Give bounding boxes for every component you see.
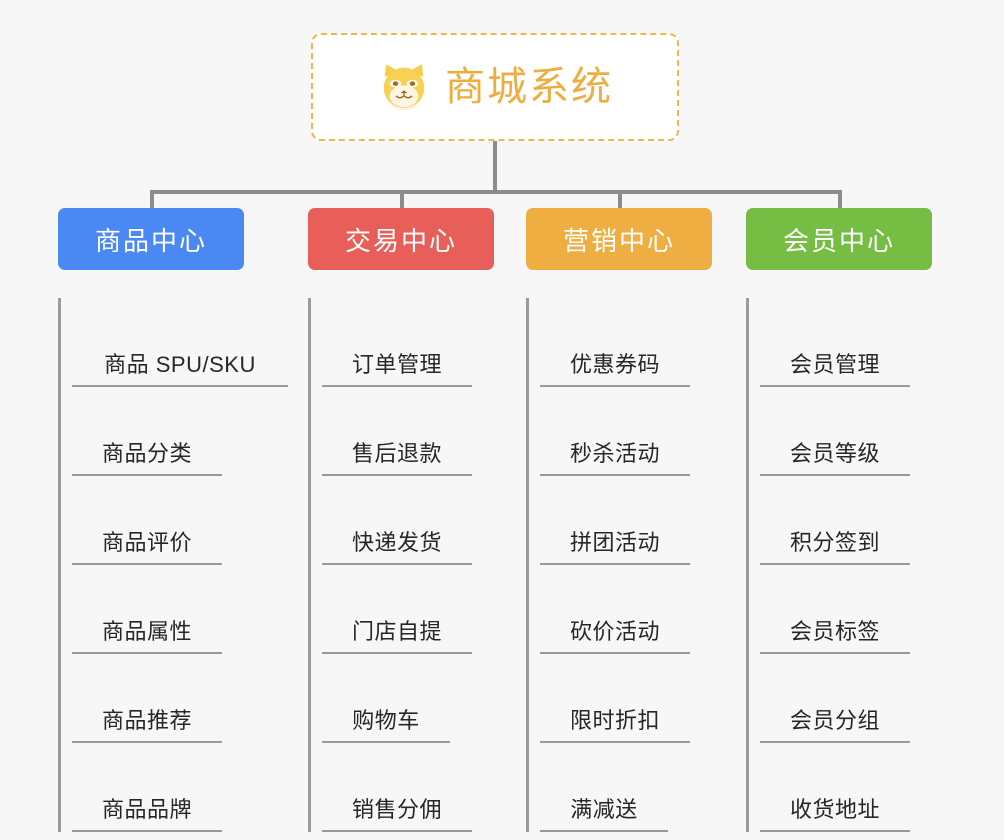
- root-title: 商城系统: [445, 65, 613, 109]
- list-item[interactable]: 优惠券码: [540, 298, 690, 387]
- branch-header-2[interactable]: 交易中心: [308, 208, 494, 270]
- list-item-label: 商品 SPU/SKU: [104, 352, 256, 377]
- list-item-label: 商品分类: [101, 441, 192, 466]
- branch-header-1[interactable]: 商品中心: [58, 208, 244, 270]
- connector-drop-1: [150, 190, 154, 208]
- connector-drop-2: [400, 190, 404, 208]
- list-item[interactable]: 限时折扣: [540, 654, 690, 743]
- list-item-label: 积分签到: [789, 530, 880, 555]
- connector-horizontal-bus: [150, 190, 840, 194]
- list-item-label: 会员等级: [789, 441, 880, 466]
- list-item-label: 销售分佣: [351, 797, 442, 822]
- branch-trunk-1: [58, 298, 61, 832]
- list-item[interactable]: 会员管理: [760, 298, 910, 387]
- list-item-label: 会员分组: [789, 708, 880, 733]
- root-node[interactable]: 商城系统: [311, 33, 679, 141]
- list-item-label: 订单管理: [351, 352, 442, 377]
- list-item[interactable]: 会员标签: [760, 565, 910, 654]
- list-item-label: 满减送: [570, 797, 638, 822]
- list-item[interactable]: 快递发货: [322, 476, 472, 565]
- list-item-label: 商品品牌: [101, 797, 192, 822]
- branch-trunk-2: [308, 298, 311, 832]
- list-item[interactable]: 砍价活动: [540, 565, 690, 654]
- branch-children-1: 商品 SPU/SKU 商品分类 商品评价 商品属性 商品推荐 商品品牌: [58, 298, 288, 832]
- list-item[interactable]: 秒杀活动: [540, 387, 690, 476]
- list-item[interactable]: 满减送: [540, 743, 668, 832]
- list-item-label: 会员管理: [789, 352, 880, 377]
- list-item[interactable]: 门店自提: [322, 565, 472, 654]
- list-item-label: 快递发货: [351, 530, 442, 555]
- list-item[interactable]: 商品品牌: [72, 743, 222, 832]
- connector-drop-3: [618, 190, 622, 208]
- connector-drop-4: [838, 190, 842, 208]
- dog-face-icon: [383, 64, 425, 111]
- list-item[interactable]: 购物车: [322, 654, 450, 743]
- list-item[interactable]: 商品推荐: [72, 654, 222, 743]
- list-item-label: 限时折扣: [569, 708, 660, 733]
- list-item[interactable]: 拼团活动: [540, 476, 690, 565]
- branch-header-4[interactable]: 会员中心: [746, 208, 932, 270]
- branch-member-center: 会员中心 会员管理 会员等级 积分签到 会员标签 会员分组 收货地址: [746, 208, 932, 832]
- branch-header-3[interactable]: 营销中心: [526, 208, 712, 270]
- list-item[interactable]: 销售分佣: [322, 743, 472, 832]
- list-item[interactable]: 商品评价: [72, 476, 222, 565]
- list-item-label: 售后退款: [351, 441, 442, 466]
- list-item-label: 商品属性: [101, 619, 192, 644]
- list-item-label: 会员标签: [789, 619, 880, 644]
- list-item[interactable]: 会员等级: [760, 387, 910, 476]
- list-item[interactable]: 商品 SPU/SKU: [72, 298, 288, 387]
- list-item[interactable]: 积分签到: [760, 476, 910, 565]
- list-item-label: 商品评价: [101, 530, 192, 555]
- branch-trunk-4: [746, 298, 749, 832]
- list-item[interactable]: 订单管理: [322, 298, 472, 387]
- list-item[interactable]: 会员分组: [760, 654, 910, 743]
- list-item[interactable]: 商品属性: [72, 565, 222, 654]
- list-item-label: 秒杀活动: [569, 441, 660, 466]
- list-item-label: 购物车: [352, 708, 420, 733]
- list-item-label: 商品推荐: [101, 708, 192, 733]
- list-item[interactable]: 商品分类: [72, 387, 222, 476]
- branch-product-center: 商品中心 商品 SPU/SKU 商品分类 商品评价 商品属性 商品推荐 商品品牌: [58, 208, 288, 832]
- list-item[interactable]: 收货地址: [760, 743, 910, 832]
- branch-children-2: 订单管理 售后退款 快递发货 门店自提 购物车 销售分佣: [308, 298, 494, 832]
- list-item[interactable]: 售后退款: [322, 387, 472, 476]
- connector-root-stem: [493, 141, 497, 192]
- list-item-label: 收货地址: [789, 797, 880, 822]
- branch-trade-center: 交易中心 订单管理 售后退款 快递发货 门店自提 购物车 销售分佣: [308, 208, 494, 832]
- branch-children-3: 优惠券码 秒杀活动 拼团活动 砍价活动 限时折扣 满减送: [526, 298, 712, 832]
- list-item-label: 砍价活动: [569, 619, 660, 644]
- branch-trunk-3: [526, 298, 529, 832]
- branch-marketing-center: 营销中心 优惠券码 秒杀活动 拼团活动 砍价活动 限时折扣 满减送: [526, 208, 712, 832]
- branch-children-4: 会员管理 会员等级 积分签到 会员标签 会员分组 收货地址: [746, 298, 932, 832]
- list-item-label: 拼团活动: [569, 530, 660, 555]
- list-item-label: 门店自提: [351, 619, 442, 644]
- list-item-label: 优惠券码: [569, 352, 660, 377]
